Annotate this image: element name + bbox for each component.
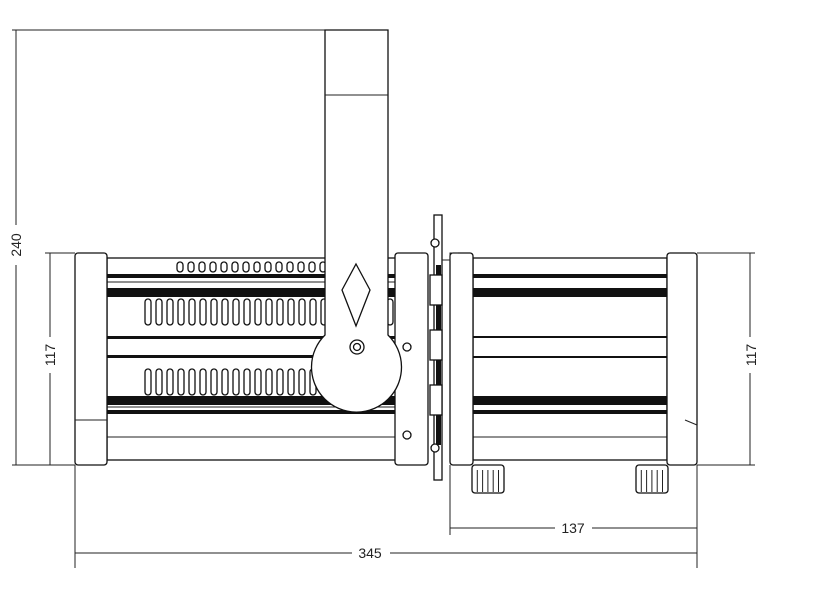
screw-icon bbox=[402, 342, 412, 352]
vent-slot bbox=[286, 261, 294, 273]
vent-slot bbox=[199, 368, 207, 396]
vent-slot bbox=[221, 368, 229, 396]
vent-slot bbox=[275, 261, 283, 273]
vent-slot bbox=[297, 261, 305, 273]
vent-slot bbox=[176, 261, 184, 273]
vent-slot bbox=[265, 298, 273, 326]
vent-slot bbox=[177, 298, 185, 326]
vent-slot bbox=[276, 368, 284, 396]
front-body bbox=[472, 257, 668, 461]
dimension-label-117-left: 117 bbox=[42, 344, 58, 367]
vent-slot bbox=[210, 298, 218, 326]
vent-slot bbox=[276, 298, 284, 326]
vent-slot bbox=[198, 261, 206, 273]
vent-slot bbox=[144, 368, 152, 396]
vent-slot bbox=[177, 368, 185, 396]
dimension-overall-height: 240 bbox=[8, 29, 325, 466]
tilt-lock-handle bbox=[341, 262, 371, 328]
yoke-arm bbox=[310, 29, 403, 413]
vent-slot bbox=[221, 298, 229, 326]
shutter-knob-icon bbox=[430, 238, 440, 248]
rear-end-cap bbox=[74, 252, 108, 466]
vent-slot bbox=[287, 368, 295, 396]
vent-slot bbox=[254, 298, 262, 326]
vent-slot bbox=[166, 368, 174, 396]
vent-slot bbox=[243, 298, 251, 326]
vent-slot bbox=[231, 261, 239, 273]
dimension-front-length: 137 bbox=[449, 465, 698, 568]
vent-slot bbox=[155, 298, 163, 326]
vent-slot bbox=[264, 261, 272, 273]
screw-icon bbox=[402, 430, 412, 440]
vent-slot bbox=[144, 298, 152, 326]
vent-slot bbox=[287, 298, 295, 326]
vent-slot bbox=[187, 261, 195, 273]
vent-slot bbox=[265, 368, 273, 396]
vent-slot bbox=[209, 261, 217, 273]
dimension-body-height-right: 117 bbox=[697, 252, 759, 466]
vent-slot bbox=[210, 368, 218, 396]
dimension-label-117-right: 117 bbox=[743, 344, 759, 367]
vent-slot bbox=[166, 298, 174, 326]
front-lens-cap bbox=[666, 252, 698, 466]
feet bbox=[471, 464, 669, 494]
vent-slot bbox=[232, 298, 240, 326]
dimension-overall-length: 345 bbox=[74, 465, 697, 568]
shutter-knob-icon bbox=[430, 443, 440, 453]
vent-slot bbox=[254, 368, 262, 396]
vent-slot bbox=[232, 368, 240, 396]
front-rear-collar bbox=[449, 252, 474, 466]
vent-slot bbox=[298, 298, 306, 326]
vent-slot bbox=[188, 298, 196, 326]
vent-slot bbox=[155, 368, 163, 396]
vent-slot bbox=[243, 368, 251, 396]
vent-slot bbox=[199, 298, 207, 326]
dimension-label-240: 240 bbox=[8, 233, 24, 257]
vent-slot bbox=[188, 368, 196, 396]
vent-slot bbox=[220, 261, 228, 273]
vent-slot bbox=[298, 368, 306, 396]
vent-slot bbox=[309, 298, 317, 326]
vent-slot bbox=[242, 261, 250, 273]
dimension-label-137: 137 bbox=[561, 520, 585, 536]
vent-slot bbox=[253, 261, 261, 273]
vent-slot bbox=[308, 261, 316, 273]
dimension-body-height-left: 117 bbox=[42, 252, 75, 465]
shutter-flange bbox=[429, 214, 458, 481]
dimension-label-345: 345 bbox=[358, 545, 382, 561]
